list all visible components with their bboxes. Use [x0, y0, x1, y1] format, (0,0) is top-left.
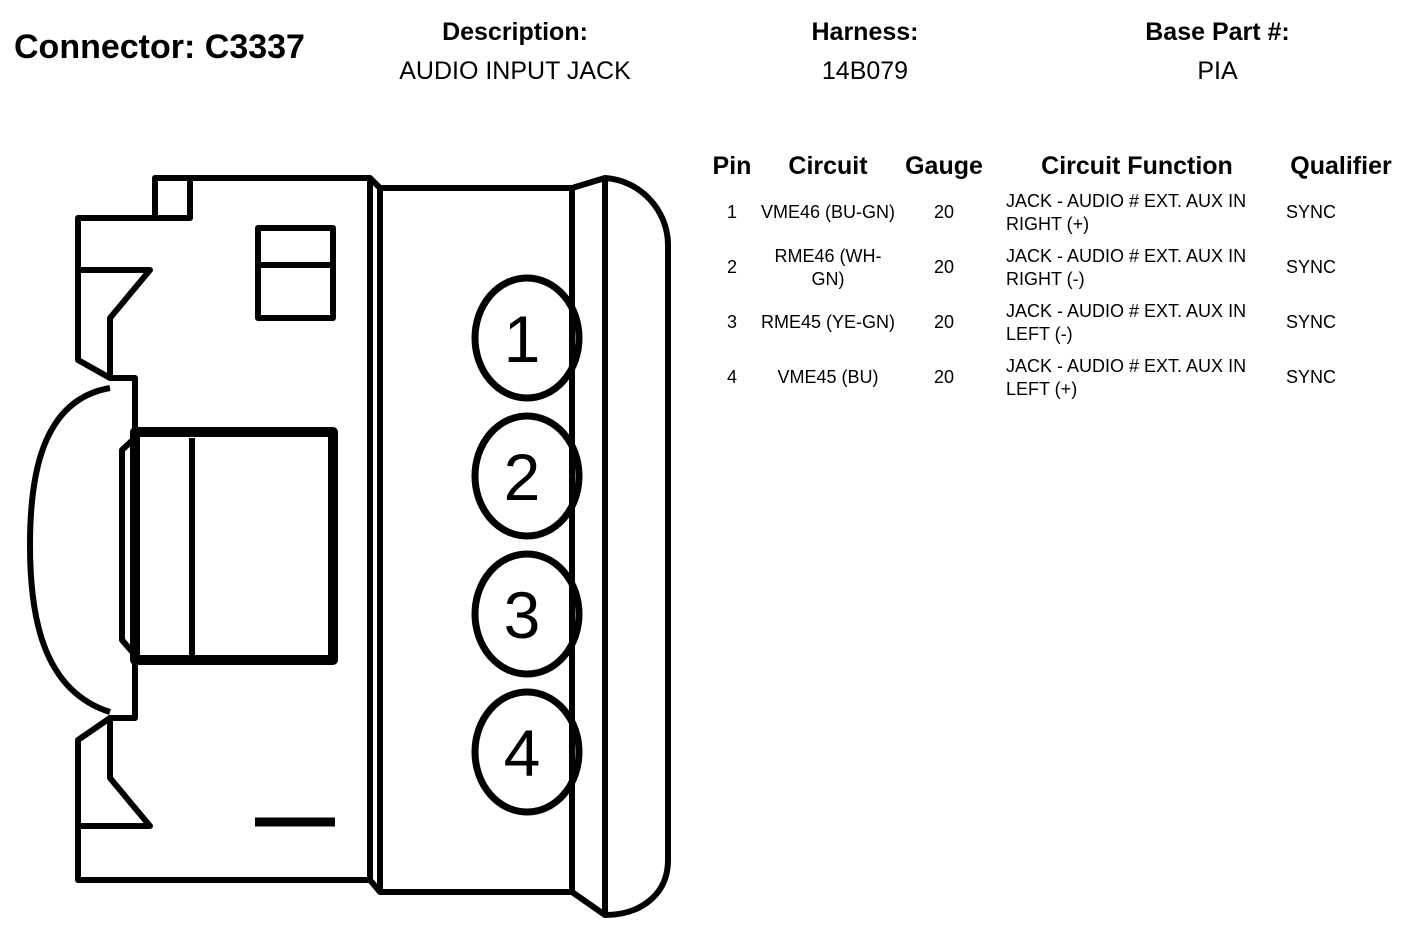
description-block: Description: AUDIO INPUT JACK	[370, 18, 660, 86]
pin-table: Pin Circuit Gauge Circuit Function Quali…	[704, 152, 1400, 405]
col-circuit: Circuit	[788, 152, 868, 180]
base-part-block: Base Part #: PIA	[1100, 18, 1335, 86]
housing-right-cap	[570, 175, 671, 918]
cell-qualifier: SYNC	[1286, 367, 1337, 387]
description-value: AUDIO INPUT JACK	[399, 57, 631, 85]
center-inset	[130, 427, 338, 665]
cell-circuit: RME45 (YE-GN)	[760, 312, 895, 332]
pin-label-3: 3	[504, 578, 541, 652]
col-pin: Pin	[712, 152, 752, 180]
cell-function: JACK - AUDIO # EXT. AUX IN RIGHT (-)	[1006, 245, 1247, 289]
col-gauge: Gauge	[905, 152, 983, 180]
pin-circle-4	[471, 688, 583, 816]
cell-function: JACK - AUDIO # EXT. AUX IN RIGHT (+)	[1006, 190, 1247, 234]
housing-right-outline	[367, 175, 575, 895]
pin-circle-2	[471, 412, 583, 540]
table-row: 2 RME46 (WH-GN) 20 JACK - AUDIO # EXT. A…	[704, 240, 1400, 295]
pin-circle-3	[471, 550, 583, 678]
latch-inner-line	[75, 270, 112, 381]
housing-left-outline	[75, 175, 373, 883]
connector-title: Connector: C3337	[14, 28, 305, 66]
harness-block: Harness: 14B079	[770, 18, 960, 86]
latch-bump	[27, 385, 111, 715]
col-circuit-function: Circuit Function	[1041, 152, 1233, 180]
description-label: Description:	[442, 18, 588, 46]
cell-pin: 2	[726, 257, 737, 277]
pin-circle-1	[471, 274, 583, 402]
cell-circuit: VME46 (BU-GN)	[760, 202, 895, 222]
pin-label-2: 2	[504, 440, 541, 514]
cell-function: JACK - AUDIO # EXT. AUX IN LEFT (-)	[1006, 300, 1247, 344]
harness-label: Harness:	[811, 18, 919, 46]
cell-gauge: 20	[933, 367, 955, 387]
cell-circuit: RME46 (WH-GN)	[774, 245, 882, 289]
harness-value: 14B079	[821, 57, 909, 85]
cell-qualifier: SYNC	[1286, 312, 1337, 332]
cell-pin: 3	[726, 312, 737, 332]
cell-function: JACK - AUDIO # EXT. AUX IN LEFT (+)	[1006, 355, 1247, 399]
cell-gauge: 20	[933, 312, 955, 332]
base-part-value: PIA	[1197, 57, 1238, 85]
cell-gauge: 20	[933, 257, 955, 277]
cell-pin: 4	[726, 367, 737, 387]
latch-inner-line-lower	[75, 715, 112, 826]
connector-face-diagram: 1 2 3 4	[27, 175, 671, 918]
col-qualifier: Qualifier	[1290, 152, 1392, 180]
top-window	[255, 225, 336, 321]
pin-label-4: 4	[504, 716, 541, 790]
table-row: 1 VME46 (BU-GN) 20 JACK - AUDIO # EXT. A…	[704, 185, 1400, 240]
cell-qualifier: SYNC	[1286, 202, 1337, 222]
table-row: 3 RME45 (YE-GN) 20 JACK - AUDIO # EXT. A…	[704, 295, 1400, 350]
pin-label-1: 1	[504, 302, 541, 376]
table-row: 4 VME45 (BU) 20 JACK - AUDIO # EXT. AUX …	[704, 350, 1400, 405]
cell-circuit: VME45 (BU)	[777, 367, 879, 387]
cell-pin: 1	[726, 202, 737, 222]
pin-table-header: Pin Circuit Gauge Circuit Function Quali…	[704, 152, 1400, 185]
center-inset-lip	[119, 435, 138, 657]
base-part-label: Base Part #:	[1145, 18, 1290, 46]
cell-gauge: 20	[933, 202, 955, 222]
cell-qualifier: SYNC	[1286, 257, 1337, 277]
pin-circles	[471, 274, 583, 816]
